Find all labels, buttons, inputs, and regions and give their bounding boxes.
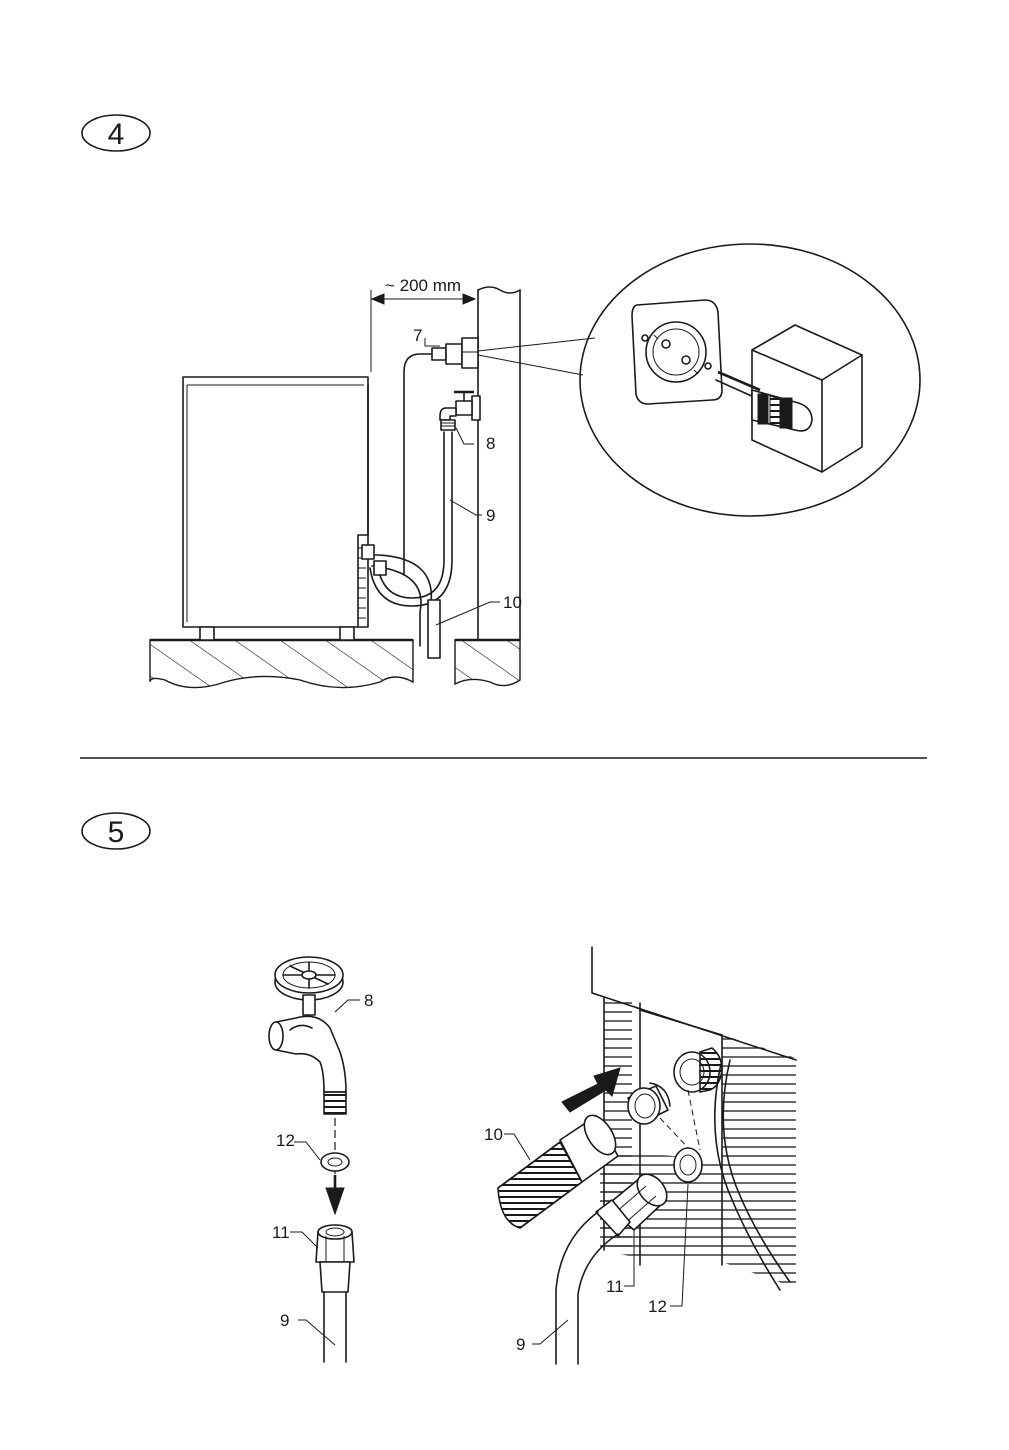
step-4-number: 4 [108,118,125,151]
step-5-badge: 5 [82,813,150,849]
water-tap-side [440,392,480,430]
wall-section [478,287,520,640]
inlet-connector [674,1048,722,1092]
callout-10-right: 10 [484,1125,503,1144]
callout-7: 7 [413,326,422,345]
callout-8: 8 [486,434,495,453]
inlet-hose-left [324,1292,346,1362]
hose-nut-left [316,1225,354,1292]
callout-11-left: 11 [272,1223,290,1242]
callout-12-right: 12 [648,1297,667,1316]
tap-connection-detail: 8 12 11 9 [269,957,373,1362]
socket-zoom-pointer [478,338,595,375]
step-4-badge: 4 [82,115,150,151]
callout-lines-step4 [425,338,500,625]
drain-connector [628,1083,670,1124]
distance-label: ~ 200 mm [385,276,461,295]
sealing-washer-right [674,1148,702,1182]
assembly-arrow [326,1175,344,1214]
wall-socket [632,300,722,404]
callout-9-left: 9 [280,1311,289,1330]
floor-section [150,640,520,688]
socket-detail-zoom [580,244,920,516]
callout-10: 10 [503,593,522,612]
power-cable [404,338,478,575]
callout-9: 9 [486,506,495,525]
dishwasher-side-view [183,377,368,640]
callout-8-tap: 8 [364,991,373,1010]
callout-11-right: 11 [606,1277,624,1296]
callout-12-left: 12 [276,1131,295,1150]
sealing-washer-left [321,1153,349,1171]
step-5-number: 5 [108,816,125,849]
dishwasher-foot-front [200,627,214,640]
callout-9-right: 9 [516,1335,525,1354]
tap-body [269,1016,346,1114]
dishwasher-foot-rear [340,627,354,640]
tap-handwheel [275,957,343,1015]
machine-rear-detail: 10 11 12 9 [484,947,796,1364]
